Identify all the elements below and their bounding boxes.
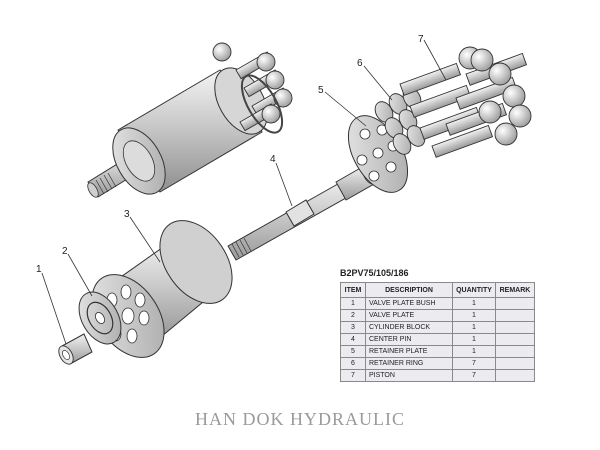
cell-quantity: 7 (452, 357, 496, 370)
parts-list-panel: B2PV75/105/186 ITEM DESCRIPTION QUANTITY… (340, 268, 535, 382)
leader-lines (41, 39, 447, 345)
cell-item: 3 (340, 321, 366, 334)
cell-quantity: 1 (452, 333, 496, 346)
parts-table: ITEM DESCRIPTION QUANTITY REMARK 1 VALVE… (340, 282, 535, 382)
cell-item: 5 (340, 345, 366, 358)
cell-quantity: 7 (452, 369, 496, 382)
cell-item: 6 (340, 357, 366, 370)
cell-description: RETAINER PLATE (365, 345, 453, 358)
cell-item: 2 (340, 309, 366, 322)
header-remark: REMARK (495, 282, 535, 298)
company-watermark: HAN DOK HYDRAULIC (195, 409, 405, 429)
pistons-part (399, 46, 532, 158)
header-description: DESCRIPTION (365, 282, 453, 298)
header-item: ITEM (340, 282, 366, 298)
cell-description: VALVE PLATE (365, 309, 453, 322)
cell-quantity: 1 (452, 309, 496, 322)
cell-item: 1 (340, 297, 366, 310)
callout-3: 3 (124, 209, 130, 220)
cell-remark (495, 309, 535, 322)
center-pin-part (227, 165, 377, 261)
cell-remark (495, 357, 535, 370)
cell-quantity: 1 (452, 321, 496, 334)
callout-6: 6 (357, 58, 363, 69)
cell-remark (495, 345, 535, 358)
cell-remark (495, 321, 535, 334)
parts-table-header-row: ITEM DESCRIPTION QUANTITY REMARK (340, 282, 535, 298)
valve-plate-part (78, 291, 122, 345)
assembled-rotating-group (87, 42, 293, 198)
table-row: 4 CENTER PIN 1 (340, 333, 535, 346)
callout-5: 5 (318, 85, 324, 96)
cell-description: PISTON (365, 369, 453, 382)
valve-plate-bush-part (58, 333, 93, 365)
cell-quantity: 1 (452, 345, 496, 358)
table-row: 5 RETAINER PLATE 1 (340, 345, 535, 358)
cell-description: RETAINER RING (365, 357, 453, 370)
callout-7: 7 (418, 34, 424, 45)
assembled-pistons (212, 42, 293, 134)
callout-1: 1 (36, 264, 42, 275)
callout-4: 4 (270, 154, 276, 165)
cell-remark (495, 333, 535, 346)
cell-description: VALVE PLATE BUSH (365, 297, 453, 310)
callout-numbers: 1 2 3 4 5 6 7 (36, 34, 424, 275)
header-quantity: QUANTITY (452, 282, 496, 298)
cell-remark (495, 369, 535, 382)
cell-item: 7 (340, 369, 366, 382)
cell-item: 4 (340, 333, 366, 346)
table-row: 1 VALVE PLATE BUSH 1 (340, 297, 535, 310)
retainer-rings-part (374, 87, 426, 155)
parts-table-title: B2PV75/105/186 (340, 268, 409, 278)
cylinder-block-part (91, 220, 233, 358)
cell-remark (495, 297, 535, 310)
table-row: 3 CYLINDER BLOCK 1 (340, 321, 535, 334)
cell-quantity: 1 (452, 297, 496, 310)
assembled-cylinder-body (112, 67, 268, 195)
table-row: 2 VALVE PLATE 1 (340, 309, 535, 322)
cell-description: CYLINDER BLOCK (365, 321, 453, 334)
cell-description: CENTER PIN (365, 333, 453, 346)
callout-2: 2 (62, 246, 68, 257)
table-row: 7 PISTON 7 (340, 369, 535, 382)
table-row: 6 RETAINER RING 7 (340, 357, 535, 370)
